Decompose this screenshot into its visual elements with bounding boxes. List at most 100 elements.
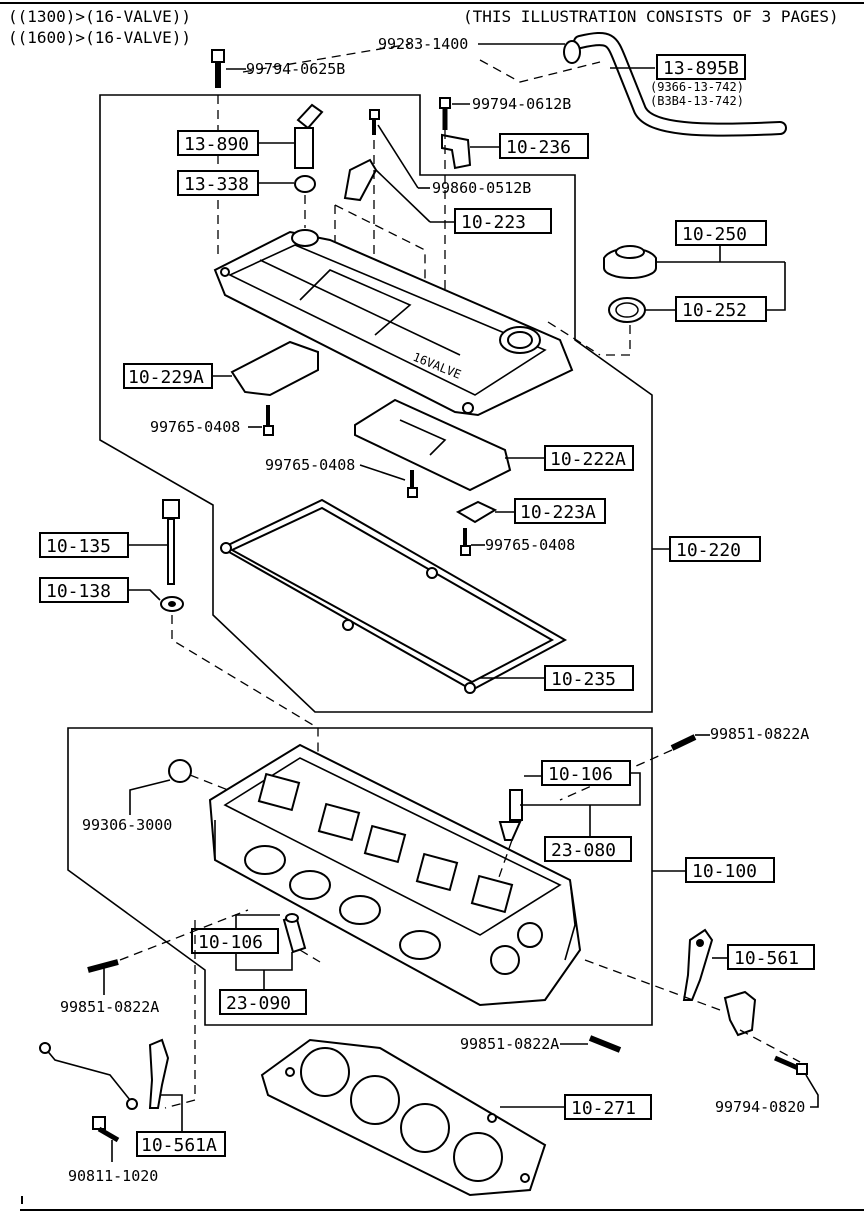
- ground-strap-icon: [44, 1047, 131, 1101]
- callout-10-229A: 10-229A: [128, 367, 204, 388]
- head-bolt-icon: [162, 499, 180, 585]
- callout-10-220: 10-220: [676, 540, 741, 561]
- callout-10-222A: 10-222A: [550, 449, 626, 470]
- callout-box: [454, 208, 552, 234]
- seal-ring-icon: [608, 297, 646, 323]
- part-99851-0822A-c: 99851-0822A: [460, 1035, 559, 1053]
- callout-10-135: 10-135: [46, 536, 111, 557]
- leader: [766, 262, 786, 311]
- bolt-icon: [774, 1055, 808, 1075]
- bracket-icon: [343, 158, 378, 202]
- callout-10-106-top: 10-106: [548, 764, 613, 785]
- dashed-guide: [497, 839, 513, 881]
- baffle-detail: [399, 419, 447, 456]
- head-gasket-icon: [260, 1038, 547, 1197]
- callout-13-895B-sub1: (9366-13-742): [650, 80, 744, 94]
- ventilation-hose: [573, 32, 787, 137]
- callout-box: [544, 836, 632, 862]
- part-99851-0822A-a: 99851-0822A: [710, 725, 809, 743]
- dashed-guide: [739, 1029, 801, 1063]
- part-90811-1020: 90811-1020: [68, 1167, 158, 1185]
- hose-clamp: [563, 40, 581, 64]
- part-99794-0625B: 99794-0625B: [246, 60, 345, 78]
- baffle-plate-icon: [230, 340, 319, 397]
- callout-box: [727, 944, 815, 970]
- washer-hole: [168, 601, 176, 607]
- plug-icon: [168, 759, 192, 783]
- head-cover-gasket-inner: [229, 506, 555, 684]
- callout-10-236: 10-236: [506, 137, 571, 158]
- cover-assembly-outline: [99, 94, 653, 713]
- callout-box: [541, 760, 631, 786]
- gasket-hole: [220, 542, 232, 554]
- terminal-icon: [148, 1038, 170, 1109]
- callout-10-561: 10-561: [734, 948, 799, 969]
- stud-icon: [670, 734, 697, 751]
- callout-box: [499, 133, 589, 159]
- dashed-guide: [189, 774, 229, 791]
- stud-icon: [87, 959, 119, 973]
- dashed-guide: [242, 43, 411, 73]
- engine-hanger-icon: [682, 928, 714, 1001]
- leader: [359, 464, 406, 481]
- leader: [235, 952, 293, 971]
- part-99283-1400: 99283-1400: [378, 35, 468, 53]
- callout-box: [219, 989, 307, 1015]
- callout-13-895B-sub2: (B3B4-13-742): [650, 94, 744, 108]
- callout-box: [685, 857, 775, 883]
- callout-box: [544, 445, 634, 471]
- leader: [129, 779, 171, 815]
- header-line-2: ((1600)>(16-VALVE)): [8, 28, 191, 47]
- bolt-icon: [407, 470, 418, 498]
- dashed-guide: [479, 59, 601, 83]
- callout-box: [514, 498, 606, 524]
- dashed-guide: [547, 321, 601, 356]
- pcv-valve-icon: [294, 103, 324, 169]
- callout-box: [39, 532, 129, 558]
- strap-terminal: [39, 1042, 51, 1054]
- callout-10-100: 10-100: [692, 861, 757, 882]
- header-line-1: ((1300)>(16-VALVE)): [8, 7, 191, 26]
- callout-10-223A: 10-223A: [520, 502, 596, 523]
- callout-10-561A: 10-561A: [141, 1135, 217, 1156]
- part-99794-0820: 99794-0820: [715, 1098, 805, 1116]
- hanger-hole: [696, 939, 704, 947]
- screw-icon: [369, 109, 380, 135]
- callout-13-338: 13-338: [184, 174, 249, 195]
- gasket-hole: [464, 682, 476, 694]
- callout-box: [675, 220, 767, 246]
- callout-box: [191, 928, 279, 954]
- leader: [160, 1094, 183, 1133]
- baffle-plate-2-icon: [354, 398, 512, 492]
- bolt-icon: [460, 528, 471, 556]
- valve-seal-lower-icon: [285, 913, 299, 923]
- bolt-icon: [211, 49, 225, 88]
- head-cover-gasket-icon: [219, 498, 568, 692]
- callout-box: [564, 1094, 652, 1120]
- callout-box: [177, 170, 259, 196]
- leader: [128, 589, 161, 601]
- callout-box: [177, 130, 259, 156]
- callout-box: [39, 577, 129, 603]
- callout-10-106-lower: 10-106: [198, 932, 263, 953]
- dashed-guide: [119, 909, 249, 961]
- stud-icon: [588, 1035, 622, 1053]
- dashed-guide: [164, 920, 196, 1109]
- clip-bracket-icon: [441, 133, 472, 170]
- callout-13-895B: 13-895B: [663, 58, 739, 79]
- callout-23-080: 23-080: [551, 840, 616, 861]
- valve-seal-icon: [498, 821, 522, 841]
- part-99306-3000: 99306-3000: [82, 816, 172, 834]
- leader: [377, 124, 419, 189]
- callout-box: [675, 296, 767, 322]
- callout-23-090: 23-090: [226, 993, 291, 1014]
- plate-icon: [455, 500, 498, 524]
- grommet-icon: [294, 175, 316, 193]
- leader: [375, 169, 431, 223]
- part-99765-0408-a: 99765-0408: [150, 418, 240, 436]
- hanger-bracket-icon: [723, 990, 757, 1037]
- part-99794-0612B: 99794-0612B: [472, 95, 571, 113]
- bolt-icon: [92, 1116, 120, 1143]
- cylinder-head-outline: [67, 727, 653, 1026]
